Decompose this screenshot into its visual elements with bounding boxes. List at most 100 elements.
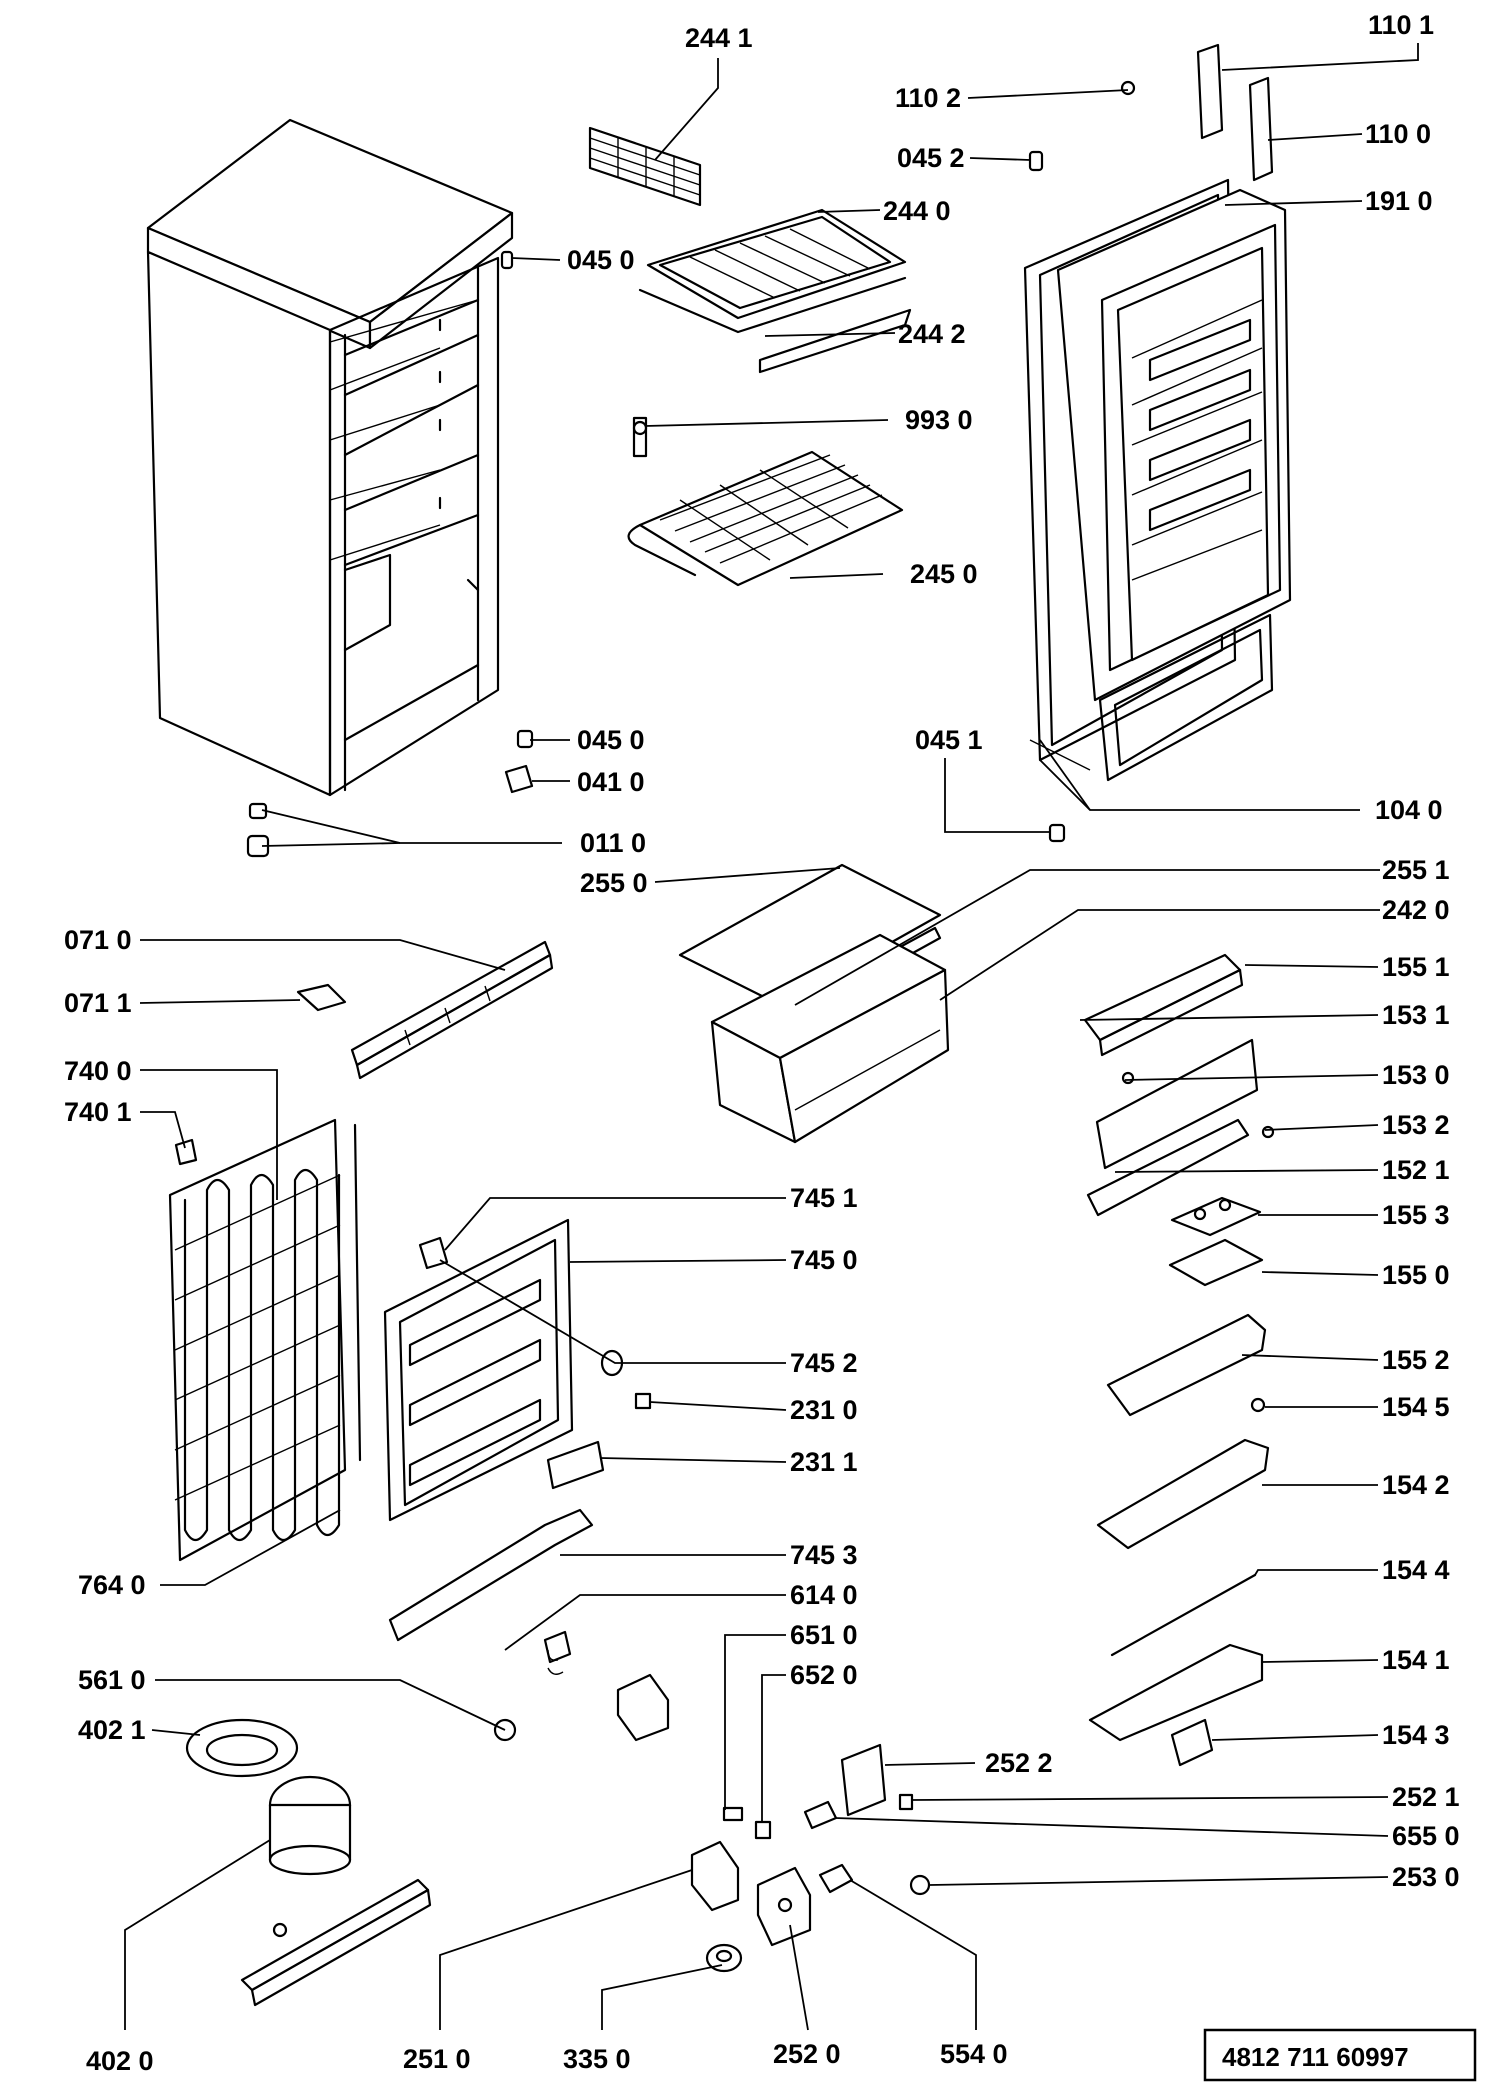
label-1101: 110 1 bbox=[1368, 10, 1434, 40]
lamp-6520 bbox=[754, 1820, 772, 1840]
label-6520: 652 0 bbox=[790, 1660, 858, 1690]
condenser-7400 bbox=[168, 1118, 362, 1562]
label-2530: 253 0 bbox=[1392, 1862, 1460, 1892]
label-0710: 071 0 bbox=[64, 925, 132, 955]
lamp-holder-2522 bbox=[840, 1743, 887, 1817]
clip-2310 bbox=[634, 1392, 652, 1410]
label-7451: 745 1 bbox=[790, 1183, 858, 1213]
door-shelf-1521 bbox=[1086, 1118, 1250, 1217]
label-0110: 011 0 bbox=[580, 828, 646, 858]
label-0451: 045 1 bbox=[915, 725, 983, 755]
cabinet-drawing bbox=[146, 118, 514, 797]
label-1543: 154 3 bbox=[1382, 1720, 1450, 1750]
label-1553: 155 3 bbox=[1382, 1200, 1450, 1230]
freezer-drawer-2420 bbox=[710, 933, 950, 1144]
label-7640: 764 0 bbox=[78, 1570, 146, 1600]
wire-shelf-2450 bbox=[627, 450, 904, 587]
label-5540: 554 0 bbox=[940, 2039, 1008, 2069]
label-3350: 335 0 bbox=[563, 2044, 631, 2074]
pin-1102 bbox=[1120, 80, 1136, 96]
label-2442: 244 2 bbox=[898, 319, 966, 349]
label-7452: 745 2 bbox=[790, 1348, 858, 1378]
door-bin-1541 bbox=[1088, 1643, 1264, 1742]
label-0450-bottom: 045 0 bbox=[577, 725, 645, 755]
label-0410: 041 0 bbox=[577, 767, 645, 797]
bulb-2530 bbox=[909, 1874, 931, 1896]
door-assembly bbox=[1023, 178, 1292, 782]
part-labels: 244 1 110 1 110 2 110 0 045 2 244 0 191 … bbox=[64, 10, 1460, 2076]
screw-0451 bbox=[1048, 823, 1066, 843]
label-7401: 740 1 bbox=[64, 1097, 132, 1127]
label-0452: 045 2 bbox=[897, 143, 965, 173]
label-2450: 245 0 bbox=[910, 559, 978, 589]
reference-number: 4812 711 60997 bbox=[1222, 2042, 1409, 2072]
rod-1544 bbox=[1110, 1573, 1257, 1657]
label-1532: 153 2 bbox=[1382, 1110, 1450, 1140]
thermostat-2520 bbox=[756, 1866, 812, 1947]
label-1544: 154 4 bbox=[1382, 1555, 1450, 1585]
bulb-2521 bbox=[898, 1793, 914, 1811]
compressor-cover-4021 bbox=[185, 1718, 299, 1778]
label-1551: 155 1 bbox=[1382, 952, 1450, 982]
label-1040: 104 0 bbox=[1375, 795, 1443, 825]
label-6550: 655 0 bbox=[1392, 1821, 1460, 1851]
wire-shelf-2441 bbox=[588, 126, 702, 207]
bracket-0410 bbox=[504, 764, 534, 794]
glass-shelf-2440 bbox=[638, 208, 912, 374]
screw-1532 bbox=[1261, 1125, 1275, 1139]
screw-1531 bbox=[1121, 1071, 1135, 1085]
screw-0450-bottom bbox=[516, 729, 534, 749]
label-4020: 402 0 bbox=[86, 2046, 154, 2076]
label-2551: 255 1 bbox=[1382, 855, 1450, 885]
label-0450-top: 045 0 bbox=[567, 245, 635, 275]
label-2521: 252 1 bbox=[1392, 1782, 1460, 1812]
label-2310: 231 0 bbox=[790, 1395, 858, 1425]
knob-3350 bbox=[705, 1943, 743, 1973]
evaporator-7450 bbox=[383, 1218, 574, 1522]
label-1910: 191 0 bbox=[1365, 186, 1433, 216]
label-1542: 154 2 bbox=[1382, 1470, 1450, 1500]
bracket-1552 bbox=[1106, 1313, 1267, 1417]
label-7453: 745 3 bbox=[790, 1540, 858, 1570]
label-1100: 110 0 bbox=[1365, 119, 1431, 149]
label-9930: 993 0 bbox=[905, 405, 973, 435]
label-6140: 614 0 bbox=[790, 1580, 858, 1610]
label-2510: 251 0 bbox=[403, 2044, 471, 2074]
label-1541: 154 1 bbox=[1382, 1645, 1450, 1675]
shelf-rail-1551 bbox=[1083, 953, 1244, 1057]
label-2420: 242 0 bbox=[1382, 895, 1450, 925]
label-1521: 152 1 bbox=[1382, 1155, 1450, 1185]
capacitor-bracket bbox=[616, 1673, 670, 1742]
sensor-7451 bbox=[418, 1236, 449, 1270]
control-panel-2510 bbox=[690, 1840, 740, 1912]
screw-1545 bbox=[1250, 1397, 1266, 1413]
label-4021: 402 1 bbox=[78, 1715, 146, 1745]
label-2522: 252 2 bbox=[985, 1748, 1053, 1778]
hinge-1101 bbox=[1196, 43, 1224, 140]
label-2550: 255 0 bbox=[580, 868, 648, 898]
label-1531: 153 1 bbox=[1382, 1000, 1450, 1030]
label-1550: 155 0 bbox=[1382, 1260, 1450, 1290]
door-bin-1542 bbox=[1096, 1438, 1270, 1550]
shelf-1530 bbox=[1095, 1038, 1259, 1170]
label-2311: 231 1 bbox=[790, 1447, 858, 1477]
butter-box-1550 bbox=[1168, 1238, 1264, 1287]
feet-0110 bbox=[246, 802, 270, 858]
label-1530: 153 0 bbox=[1382, 1060, 1450, 1090]
hinge-cover-1100 bbox=[1248, 76, 1274, 182]
label-5610: 561 0 bbox=[78, 1665, 146, 1695]
switch-5540 bbox=[818, 1863, 854, 1894]
label-2520: 252 0 bbox=[773, 2039, 841, 2069]
rear-cover-0710 bbox=[350, 940, 554, 1080]
connector-6510 bbox=[722, 1806, 744, 1822]
label-6510: 651 0 bbox=[790, 1620, 858, 1650]
label-2440: 244 0 bbox=[883, 196, 951, 226]
label-7450: 745 0 bbox=[790, 1245, 858, 1275]
clip-1543 bbox=[1170, 1718, 1214, 1767]
label-1545: 154 5 bbox=[1382, 1392, 1450, 1422]
compressor-4020 bbox=[240, 1775, 432, 2007]
reference-number-box: 4812 711 60997 bbox=[1203, 2028, 1477, 2082]
leader-lines bbox=[124, 43, 1419, 2031]
label-0711: 071 1 bbox=[64, 988, 132, 1018]
